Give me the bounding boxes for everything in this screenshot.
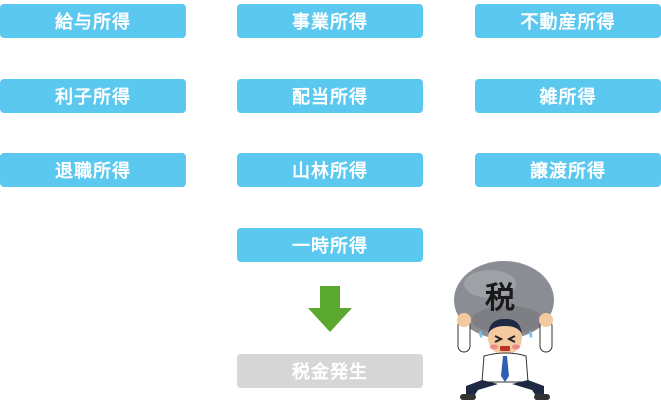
sweat-left xyxy=(479,330,483,338)
hair xyxy=(488,318,522,334)
income-box-salary: 給与所得 xyxy=(0,4,186,38)
right-hand xyxy=(539,313,553,327)
arrow-shape xyxy=(308,286,352,332)
stone-tax-character: 税 xyxy=(485,281,515,316)
income-box-business: 事業所得 xyxy=(237,4,423,38)
right-cheek xyxy=(512,344,520,350)
sweat-right xyxy=(529,330,533,338)
left-shoe xyxy=(460,394,476,400)
right-shoe xyxy=(534,394,550,400)
man-lifting-tax-stone-icon: 税 xyxy=(454,261,554,400)
income-box-interest: 利子所得 xyxy=(0,79,186,113)
income-box-occasional: 一時所得 xyxy=(237,228,423,262)
left-eye xyxy=(494,335,504,343)
down-arrow-icon xyxy=(308,286,352,332)
income-box-dividend: 配当所得 xyxy=(237,79,423,113)
left-cheek xyxy=(490,344,498,350)
left-leg xyxy=(466,380,498,396)
income-box-forestry: 山林所得 xyxy=(237,153,423,187)
stone-highlight xyxy=(464,270,516,298)
income-box-real-estate: 不動産所得 xyxy=(475,4,661,38)
left-hand xyxy=(457,313,471,327)
result-box-tax-occurs: 税金発生 xyxy=(237,354,423,388)
income-box-transfer: 譲渡所得 xyxy=(475,153,661,187)
income-box-retirement: 退職所得 xyxy=(0,153,186,187)
tie xyxy=(501,356,509,382)
mouth xyxy=(500,346,510,351)
right-eye xyxy=(506,335,516,343)
income-box-miscellaneous: 雑所得 xyxy=(475,79,661,113)
right-leg xyxy=(512,380,544,396)
